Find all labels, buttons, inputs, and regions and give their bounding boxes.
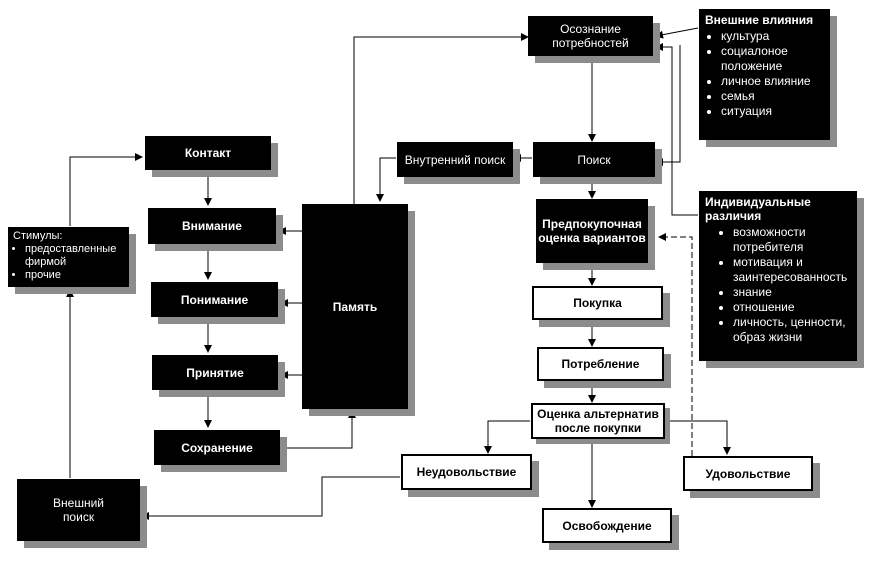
node-osoznanie-potrebnostey: Осознание потребностей [528,16,653,56]
list-item: личное влияние [721,74,824,89]
node-osoznanie-label: Осознание потребностей [552,22,629,50]
node-predpokupochnaya-otsenka: Предпокупочная оценка вариантов [536,199,648,263]
node-vnutrenniy-label: Внутренний поиск [404,152,506,167]
arrow-sokhranenie-pamyat [282,410,356,449]
node-vnimanie-label: Внимание [182,219,242,233]
node-stimuly: Стимулы: предоставленные фирмой прочие [8,227,129,287]
node-poisk-label: Поиск [577,152,611,167]
node-predpokupochnaya-label: Предпокупочная оценка вариантов [538,217,646,245]
node-prinyatie: Принятие [152,355,278,390]
list-item: культура [721,29,824,44]
node-potreblenie: Потребление [537,347,664,381]
node-poisk: Поиск [533,142,655,177]
arrow-vnutrenniy-pamyat [376,157,396,202]
list-item: личность, ценности, образ жизни [733,315,851,345]
panel-vneshnie-vliyaniya: Внешние влияния культура социалоное поло… [699,9,830,140]
node-sokhranenie: Сохранение [154,430,280,465]
node-pokupka-label: Покупка [573,296,622,310]
arrow-neudovolstvie-vneshniy [141,476,400,520]
panel-individualnye-razlichiya: Индивидуальные различия возможности потр… [699,191,857,361]
list-item: предоставленные фирмой [25,243,124,269]
node-ponimanie-label: Понимание [180,292,249,307]
node-otsenka-alternativ: Оценка альтернатив после покупки [531,403,665,439]
node-otsenka-label: Оценка альтернатив после покупки [537,407,659,435]
list-item: возможности потребителя [733,225,851,255]
list-item: знание [733,285,851,300]
node-potreblenie-label: Потребление [561,357,640,371]
arrow-udovolstvie-predpokupochnaya [658,233,693,456]
arrow-stimuly-kontakt [69,153,143,226]
node-vneshniy-label: Внешний поиск [53,496,104,524]
node-ponimanie: Понимание [151,282,278,317]
node-neudovolstvie-label: Неудовольствие [416,465,517,479]
arrow-vneshnie-osoznanie [655,27,699,39]
node-neudovolstvie: Неудовольствие [401,454,532,490]
node-pamyat: Память [302,204,408,409]
node-pokupka: Покупка [532,286,663,320]
node-stimuly-list: предоставленные фирмой прочие [13,243,124,282]
arrow-otsenka-udovolstvie [666,420,731,455]
panel-individ-title: Индивидуальные различия [705,195,811,223]
node-osvobozhdenie: Освобождение [542,508,672,543]
arrow-otsenka-neudovolstvie [484,420,530,454]
node-vnimanie: Внимание [148,208,276,244]
panel-vneshnie-title: Внешние влияния [705,13,814,27]
node-sokhranenie-label: Сохранение [181,440,253,455]
list-item: прочие [25,269,124,282]
node-osvobozhdenie-label: Освобождение [562,518,652,533]
node-stimuly-title: Стимулы: [13,230,63,242]
node-kontakt-label: Контакт [184,146,232,160]
list-item: отношение [733,300,851,315]
node-vnutrenniy-poisk: Внутренний поиск [397,142,513,177]
panel-vneshnie-list: культура социалоное положение личное вли… [705,29,824,119]
arrow-vneshnie-poisk [655,45,681,166]
node-kontakt: Контакт [145,136,271,170]
arrow-individ-osoznanie [655,43,698,216]
list-item: семья [721,89,824,104]
node-udovolstvie: Удовольствие [683,456,813,491]
node-prinyatie-label: Принятие [186,365,244,380]
node-udovolstvie-label: Удовольствие [705,466,791,481]
node-vneshniy-poisk: Внешний поиск [17,479,140,541]
list-item: мотивация и заинтересованность [733,255,851,285]
list-item: социалоное положение [721,44,824,74]
panel-individ-list: возможности потребителя мотивация и заин… [705,225,851,345]
node-pamyat-label: Память [332,299,378,314]
arrow-pamyat-osoznanie [353,33,529,204]
list-item: ситуация [721,104,824,119]
